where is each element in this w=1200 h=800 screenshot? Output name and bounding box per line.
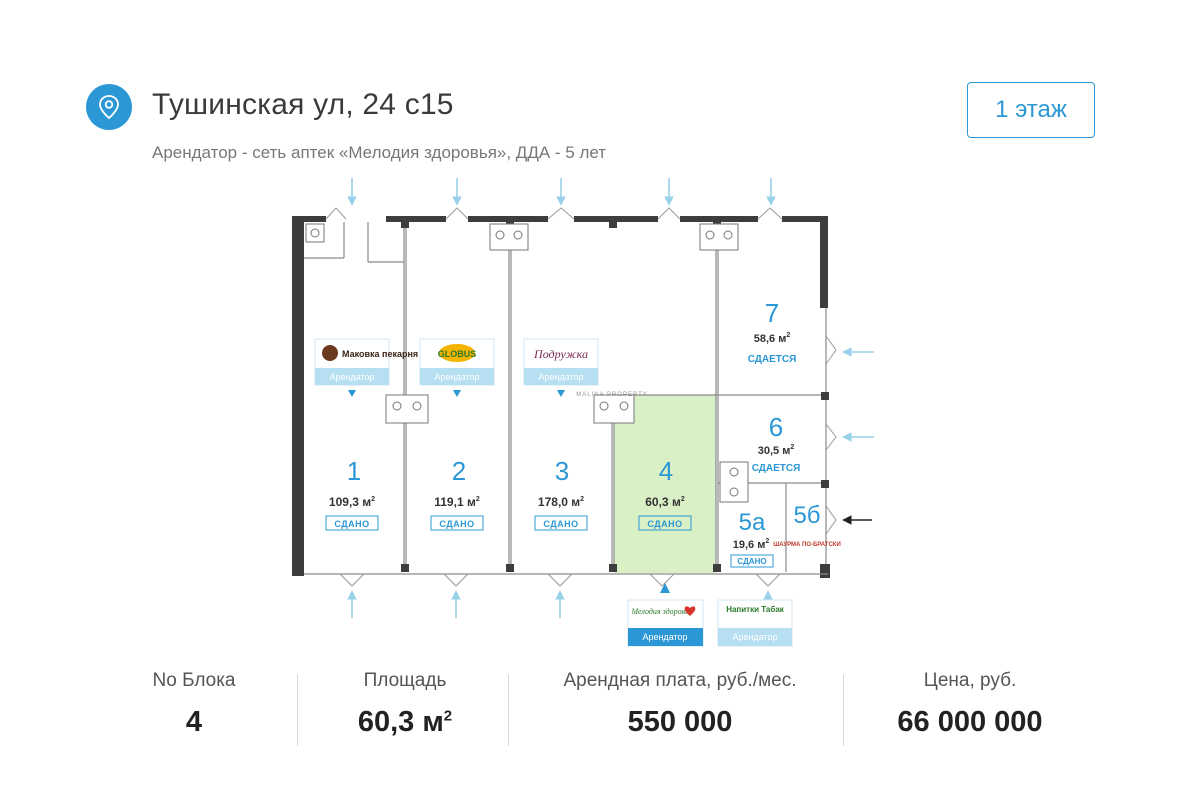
unit-status: СДАНО [737, 557, 766, 566]
unit-2-label[interactable]: 2 119,1 м2 СДАНО [430, 456, 484, 531]
tenant-label-5a: Арендатор [732, 632, 777, 642]
floor-selector-button[interactable]: 1 этаж [967, 82, 1095, 138]
stat-price-label: Цена, руб. [923, 670, 1017, 691]
globus-logo-icon [439, 344, 475, 362]
unit-number: 4 [659, 456, 673, 486]
tenant-name-4: Мелодия здоровья [630, 607, 692, 616]
divider [297, 674, 298, 746]
walls [292, 216, 830, 578]
tenant-card-1[interactable]: Маковка пекарня Арендатор [314, 338, 418, 397]
unit-number: 1 [347, 456, 361, 486]
unit-status: СДАНО [439, 519, 474, 529]
stat-block: No Блока 4 [124, 670, 264, 739]
unit-number: 3 [555, 456, 569, 486]
unit-number: 5б [793, 502, 820, 529]
svg-text:119,1 м2: 119,1 м2 [434, 495, 480, 509]
unit-area: 19,6 м [733, 539, 766, 551]
floor-plan: Маковка пекарня Арендатор GLOBUS Арендат… [292, 178, 874, 647]
restroom-fixtures [305, 223, 749, 503]
tenant-card-4[interactable]: Мелодия здоровья Арендатор [627, 599, 704, 647]
unit-area-sup: 2 [790, 444, 794, 451]
tenant-card-3[interactable]: Подружка Арендатор [523, 338, 599, 397]
unit-4-highlight[interactable] [614, 395, 716, 573]
unit-area: 119,1 м [434, 495, 476, 509]
svg-text:30,5 м2: 30,5 м2 [758, 444, 795, 457]
svg-text:19,6 м2: 19,6 м2 [733, 538, 770, 551]
unit-number: 2 [452, 456, 466, 486]
divider [508, 674, 509, 746]
stat-area: Площадь 60,3 м2 [330, 670, 480, 739]
tenant-label-1: Арендатор [329, 372, 374, 382]
watermark: MALINA PROPERTY [576, 392, 648, 398]
svg-text:178,0 м2: 178,0 м2 [538, 495, 584, 509]
tenant-label-3: Арендатор [538, 372, 583, 382]
unit-number: 5а [739, 509, 766, 536]
svg-text:60,3 м2: 60,3 м2 [645, 495, 685, 509]
stat-price-value: 66 000 000 [897, 706, 1043, 738]
unit-area-sup: 2 [371, 496, 375, 503]
unit-area: 58,6 м [754, 333, 787, 345]
unit-number: 7 [765, 298, 779, 328]
map-pin-icon [99, 95, 119, 120]
unit-area-sup: 2 [786, 332, 790, 339]
stat-rent: Арендная плата, руб./мес. 550 000 [530, 670, 830, 739]
unit-area-sup: 2 [476, 496, 480, 503]
unit-stats: No Блока 4 Площадь 60,3 м2 Арендная плат… [0, 660, 1200, 760]
unit-area: 109,3 м [329, 495, 371, 509]
unit-status: СДАНО [543, 519, 578, 529]
page-title: Тушинская ул, 24 с15 [152, 88, 454, 121]
doors [325, 207, 837, 587]
tenant-card-2[interactable]: GLOBUS Арендатор [419, 338, 495, 397]
unit-5b-label[interactable]: 5б ШАУРМА ПО-БРАТСКИ [773, 502, 841, 548]
location-pin [86, 84, 132, 130]
unit-7-label[interactable]: 7 58,6 м2 СДАЕТСЯ [748, 298, 797, 365]
unit-area: 30,5 м [758, 445, 791, 457]
svg-text:58,6 м2: 58,6 м2 [754, 332, 791, 345]
stat-block-value: 4 [185, 706, 203, 738]
tenant-label-2: Арендатор [434, 372, 479, 382]
unit-5a-label[interactable]: 5а 19,6 м2 СДАНО [730, 509, 774, 568]
stat-area-value: 60,3 м [357, 706, 444, 738]
unit-status: СДАНО [334, 519, 369, 529]
unit-area-sup: 2 [681, 496, 685, 503]
tenant-name-5a: Напитки Табак [726, 605, 785, 614]
tenant-label-4: Арендатор [642, 632, 687, 642]
unit-area: 60,3 м [645, 495, 681, 509]
stat-rent-value: 550 000 [627, 706, 733, 738]
unit-area-sup: 2 [765, 538, 769, 545]
divider [843, 674, 844, 746]
unit-area-sup: 2 [580, 496, 584, 503]
tenant-name-2: GLOBUS [438, 349, 477, 359]
stat-price: Цена, руб. 66 000 000 [860, 670, 1080, 739]
unit-3-label[interactable]: 3 178,0 м2 СДАНО [534, 456, 588, 531]
heart-icon [684, 606, 696, 616]
unit-number: 6 [769, 412, 783, 442]
unit-area: 178,0 м [538, 495, 580, 509]
unit-1-label[interactable]: 1 109,3 м2 СДАНО [325, 456, 379, 531]
unit-status: СДАЕТСЯ [748, 354, 797, 365]
stat-area-sup: 2 [443, 707, 453, 725]
unit-5b-tenant: ШАУРМА ПО-БРАТСКИ [773, 542, 841, 548]
unit-4-label[interactable]: 4 60,3 м2 СДАНО [638, 456, 692, 531]
bakery-logo-icon [322, 345, 338, 361]
stat-area-label: Площадь [363, 670, 447, 691]
page-subtitle: Арендатор - сеть аптек «Мелодия здоровья… [152, 143, 607, 162]
tenant-name-3: Подружка [533, 347, 588, 361]
unit-status: СДАЕТСЯ [752, 463, 801, 474]
stat-rent-label: Арендная плата, руб./мес. [563, 670, 797, 691]
stat-block-label: No Блока [152, 670, 236, 691]
svg-text:109,3 м2: 109,3 м2 [329, 495, 375, 509]
unit-status: СДАНО [647, 519, 682, 529]
unit-6-label[interactable]: 6 30,5 м2 СДАЕТСЯ [752, 412, 801, 474]
tenant-card-5a[interactable]: Напитки Табак Арендатор [717, 599, 793, 647]
tenant-name-1: Маковка пекарня [342, 349, 418, 359]
